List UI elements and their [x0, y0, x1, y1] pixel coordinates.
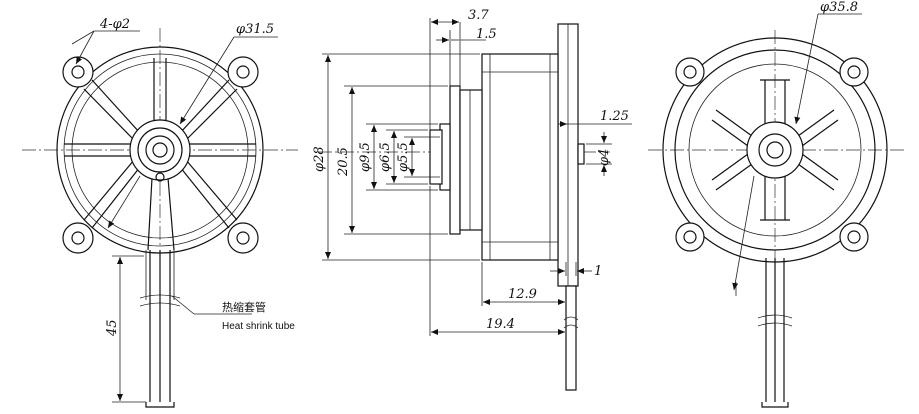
dim-phi5-5: φ5.5: [396, 142, 411, 172]
side-dimension-lines: [322, 18, 632, 336]
dim-1: 1: [594, 264, 602, 279]
side-motor-can: [481, 53, 559, 261]
side-mount-plate: [557, 23, 579, 391]
front-lead-wires: [139, 250, 181, 408]
rear-diameter-label: φ35.8: [820, 0, 858, 15]
rear-lead-wires: [735, 258, 793, 408]
rear-hub: [746, 121, 804, 179]
dim-1-5: 1.5: [476, 27, 497, 42]
heat-shrink-label-cn: 热缩套管: [222, 300, 266, 314]
heat-shrink-callout: 热缩套管 Heat shrink tube: [171, 295, 295, 332]
heat-shrink-label-en: Heat shrink tube: [222, 321, 295, 332]
front-spokes: [64, 58, 256, 251]
rear-mount-ears: [675, 57, 869, 252]
rear-diameter-callout: φ35.8: [732, 0, 862, 291]
front-diameter-label: φ31.5: [236, 22, 274, 37]
front-hub: [129, 119, 191, 182]
dim-3-7: 3.7: [468, 8, 489, 23]
front-mount-ears: [62, 56, 259, 254]
side-front-flange: [449, 85, 483, 235]
lead-length-dimension: 45: [105, 255, 146, 403]
dim-phi6-5: φ6.5: [378, 142, 393, 172]
side-shaft: [429, 123, 585, 191]
lead-length-label: 45: [105, 319, 120, 337]
dim-12-9: 12.9: [508, 287, 537, 302]
front-diameter-callout: φ31.5: [107, 22, 278, 229]
dim-1-25: 1.25: [600, 109, 629, 124]
rear-spokes: [711, 79, 839, 221]
front-hole-callout: 4-φ2: [71, 17, 140, 65]
front-view: 4-φ2 φ31.5 45 热缩套管 Heat shrink tube: [22, 17, 298, 408]
side-view: 3.7 1.5 φ28 20.5 φ9.5 φ6.5 φ5.5 1.25 φ4 …: [312, 8, 632, 391]
hole-callout-label: 4-φ2: [99, 17, 130, 32]
dim-phi28: φ28: [312, 146, 327, 172]
rear-view: φ35.8: [648, 0, 905, 408]
dim-phi9-5: φ9.5: [358, 142, 373, 172]
dim-20-5: 20.5: [336, 147, 351, 177]
dim-19-4: 19.4: [486, 317, 515, 332]
dim-phi4: φ4: [597, 149, 612, 166]
